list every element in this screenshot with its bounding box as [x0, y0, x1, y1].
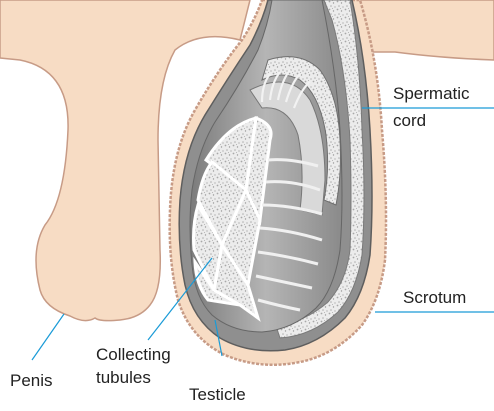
label-penis: Penis: [10, 371, 53, 391]
label-collecting-1: Collecting: [96, 345, 171, 365]
label-spermatic-cord-2: cord: [393, 111, 426, 131]
label-scrotum: Scrotum: [403, 288, 466, 308]
label-spermatic-cord-1: Spermatic: [393, 84, 470, 104]
leader-penis: [32, 314, 64, 360]
label-collecting-2: tubules: [96, 368, 151, 388]
label-testicle: Testicle: [189, 385, 246, 405]
